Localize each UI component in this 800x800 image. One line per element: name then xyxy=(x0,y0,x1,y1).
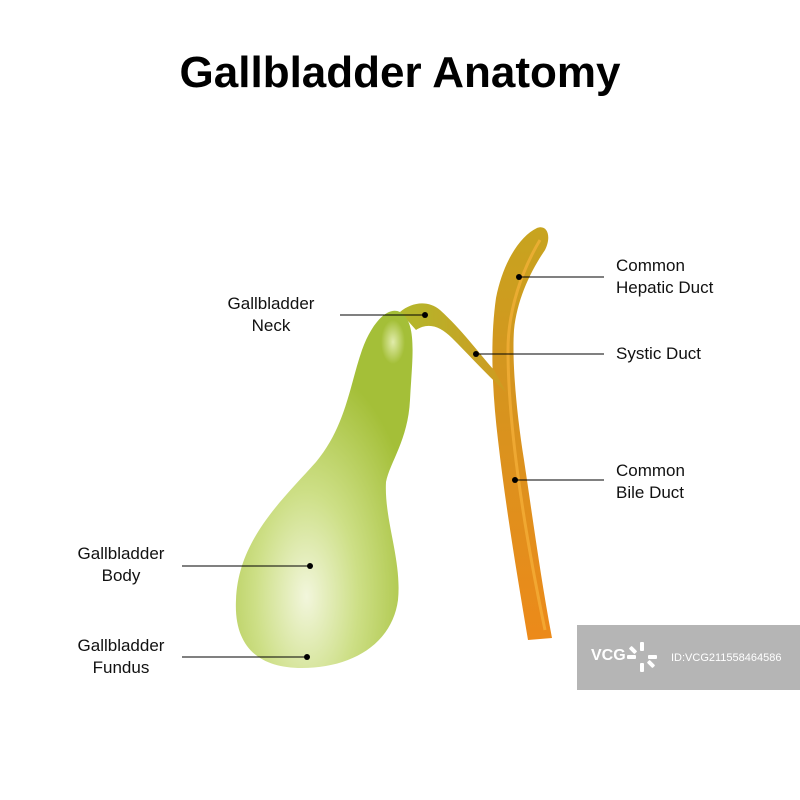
label-common-bile-duct: Common Bile Duct xyxy=(616,461,685,502)
label-gallbladder-body: Gallbladder Body xyxy=(77,544,165,585)
label-systic-duct: Systic Duct xyxy=(616,344,702,363)
gallbladder-neck-highlight xyxy=(381,320,405,364)
page-title: Gallbladder Anatomy xyxy=(179,48,621,97)
label-gallbladder-fundus: Gallbladder Fundus xyxy=(77,636,165,677)
label-gallbladder-neck: Gallbladder Neck xyxy=(227,294,315,335)
watermark: VCG ID:VCG211558464586 xyxy=(577,625,800,690)
watermark-burst-icon xyxy=(627,642,657,672)
leader-lines xyxy=(182,276,604,658)
hepatic-duct-dot xyxy=(516,274,522,280)
duct-highlight xyxy=(506,239,547,631)
watermark-id: ID:VCG211558464586 xyxy=(671,652,782,664)
watermark-logo: VCG xyxy=(591,647,626,664)
systic-duct-dot xyxy=(473,351,479,357)
body-dot xyxy=(307,563,313,569)
leader-dots xyxy=(304,274,522,660)
common-bile-duct-shape xyxy=(492,227,552,640)
bile-duct-dot xyxy=(512,477,518,483)
fundus-dot xyxy=(304,654,310,660)
gallbladder-shape xyxy=(235,310,413,668)
cystic-duct-shape xyxy=(400,303,506,392)
label-common-hepatic-duct: Common Hepatic Duct xyxy=(616,256,714,297)
neck-dot xyxy=(422,312,428,318)
